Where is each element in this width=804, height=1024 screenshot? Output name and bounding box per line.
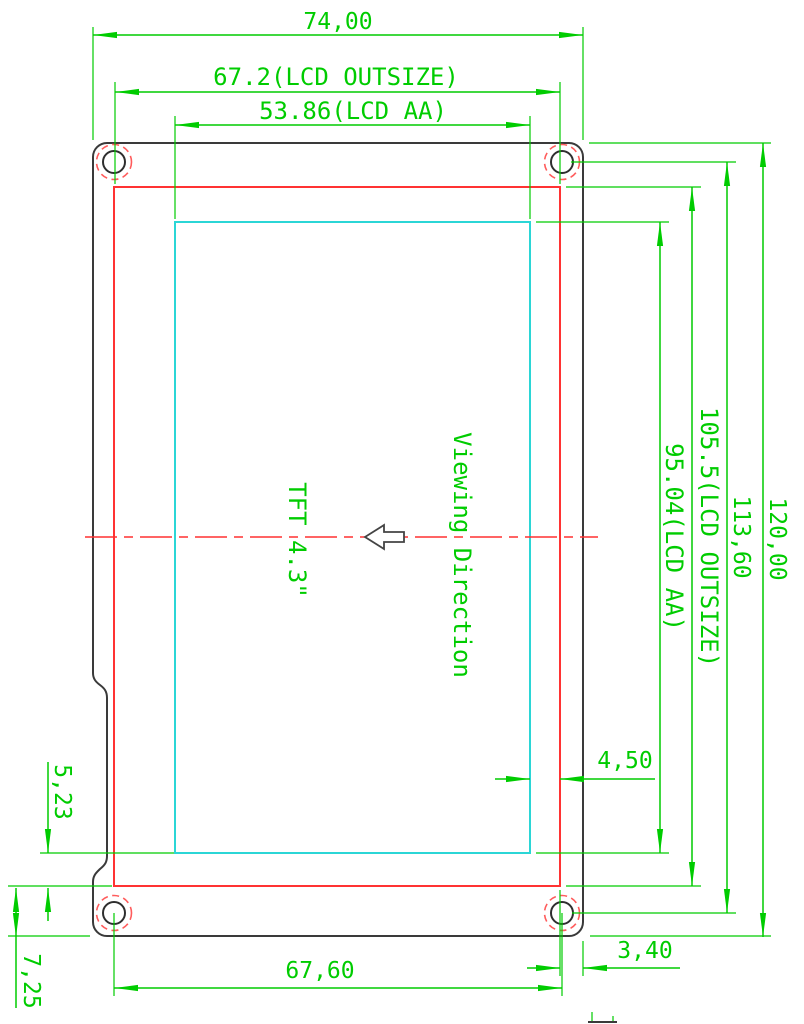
mounting-hole-top-left	[95, 143, 133, 181]
display-type-label: TFT 4.3"	[283, 482, 311, 598]
dim-aa-offset-right-label: 4,50	[597, 748, 652, 774]
dim-lcd-aa-height-label: 95.04(LCD AA)	[660, 443, 688, 631]
hole-circle	[550, 150, 574, 174]
module-outline	[92, 142, 584, 937]
hole-circle	[102, 150, 126, 174]
dim-lcd-aa-width-label: 53.86(LCD AA)	[259, 97, 447, 125]
clipped-next-view	[588, 1012, 617, 1023]
viewing-direction-label: Viewing Direction	[448, 432, 476, 678]
dim-overall-width-label: 74,00	[303, 9, 372, 35]
dim-bottom-margin-label: 7,25	[18, 953, 44, 1008]
dim-hole-pitch-width-label: 67,60	[285, 958, 354, 984]
hole-clearance-circle	[95, 143, 133, 181]
dim-lcd-outsize-height-label: 105.5(LCD OUTSIZE)	[695, 407, 723, 667]
dim-aa-offset-bottom-label: 5,23	[49, 764, 75, 819]
dim-hole-pitch-height-label: 113,60	[728, 495, 754, 578]
dim-right-margin-label: 3,40	[617, 938, 672, 964]
extension-lines	[8, 27, 771, 996]
viewing-direction-arrow-icon	[363, 523, 405, 551]
dim-lcd-outsize-width-label: 67.2(LCD OUTSIZE)	[213, 63, 459, 91]
dimension-lines	[12, 31, 767, 1008]
dim-overall-height-label: 120,00	[764, 497, 790, 580]
